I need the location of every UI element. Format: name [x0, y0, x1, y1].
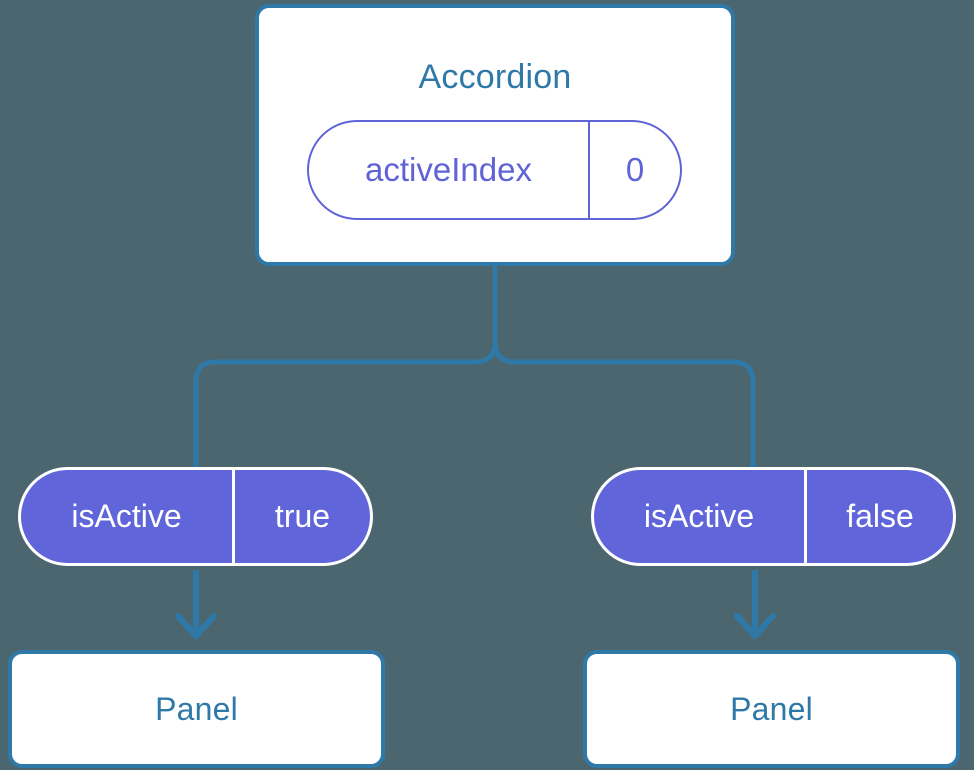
prop-pill-left-value: true — [232, 470, 370, 563]
prop-pill-right-key: isActive — [643, 498, 755, 534]
arrow-head-right-icon — [734, 613, 776, 639]
accordion-node-title: Accordion — [418, 58, 572, 96]
prop-pill-is-active-false[interactable]: isActive false — [591, 467, 956, 566]
prop-pill-is-active-true[interactable]: isActive true — [18, 467, 373, 566]
panel-node-left[interactable]: Panel — [8, 650, 385, 768]
state-pill-key: activeIndex — [309, 122, 590, 218]
prop-pill-left-key: isActive — [71, 498, 182, 534]
panel-node-right[interactable]: Panel — [583, 650, 960, 768]
connector-accordion-to-right-pill — [492, 263, 756, 469]
arrow-head-left-icon — [175, 613, 217, 639]
connector-accordion-to-left-pill — [193, 263, 498, 469]
prop-pill-right-value: false — [804, 470, 953, 563]
panel-node-right-title: Panel — [730, 691, 813, 727]
state-pill-value: 0 — [625, 151, 645, 188]
panel-node-left-title: Panel — [155, 691, 238, 727]
state-pill-active-index[interactable]: activeIndex 0 — [307, 120, 682, 220]
